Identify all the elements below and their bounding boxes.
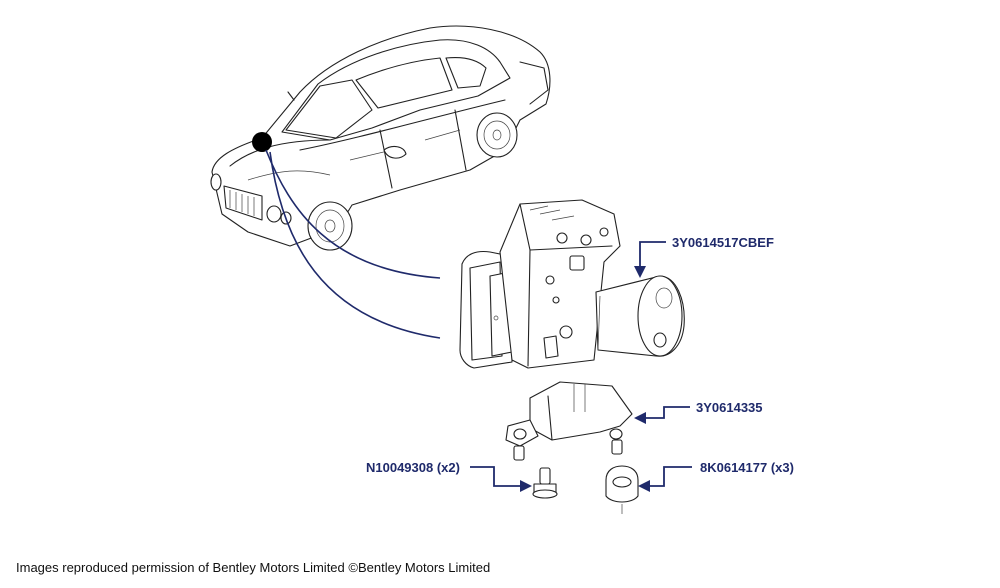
label-N10049308: N10049308 (x2) <box>366 460 532 492</box>
svg-text:8K0614177 (x3): 8K0614177 (x3) <box>700 460 794 475</box>
label-8K0614177: 8K0614177 (x3) <box>638 460 794 492</box>
car-illustration <box>210 25 551 251</box>
bracket-illustration <box>505 381 633 461</box>
label-3Y0614335: 3Y0614335 <box>634 400 763 424</box>
callout-curve-lower <box>269 151 441 339</box>
bolt-illustration <box>532 467 558 499</box>
image-credit: Images reproduced permission of Bentley … <box>16 560 491 575</box>
svg-text:3Y0614335: 3Y0614335 <box>696 400 763 415</box>
arrow-head-icon <box>638 480 650 492</box>
arrow-head-icon <box>520 480 532 492</box>
label-3Y0614517CBEF: 3Y0614517CBEF <box>634 235 774 278</box>
callout-curve-upper <box>265 149 441 279</box>
nut-illustration <box>605 465 639 514</box>
arrow-head-icon <box>634 412 646 424</box>
arrow-head-icon <box>634 266 646 278</box>
abs-module-illustration <box>459 199 685 369</box>
svg-text:3Y0614517CBEF: 3Y0614517CBEF <box>672 235 774 250</box>
location-marker <box>252 132 272 152</box>
svg-text:N10049308 (x2): N10049308 (x2) <box>366 460 460 475</box>
